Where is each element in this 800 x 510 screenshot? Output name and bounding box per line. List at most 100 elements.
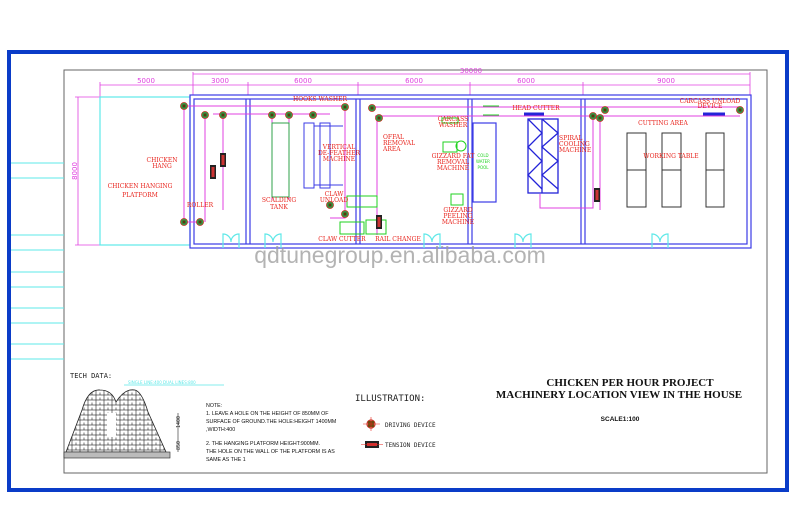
dim-850: 850 xyxy=(176,441,182,450)
label-hooks-washer: HOOKS WASHER xyxy=(293,96,347,103)
label-chicken-hang-1: CHICKEN xyxy=(147,157,178,164)
inner-frame xyxy=(63,69,768,474)
note-2-line-1: 2. THE HANGING PLATFORM HEIGHT:900MM. xyxy=(206,441,320,447)
dim-height: 8000 xyxy=(71,162,79,180)
device-markers xyxy=(180,102,744,229)
dim-section-2: 6000 xyxy=(294,77,312,85)
label-spiral-3: MACHINE xyxy=(559,147,591,154)
tension-device-marker xyxy=(376,215,382,229)
driving-device-label: DRIVING DEVICE xyxy=(385,422,436,429)
driving-device-marker xyxy=(375,114,383,122)
label-claw-unload-2: UNLOAD xyxy=(320,197,349,204)
label-carcass-washer-1: CARCASS xyxy=(438,116,468,123)
scalding-tank xyxy=(271,122,290,198)
brick-wall-section: 1400 850 xyxy=(63,389,182,459)
label-carcass-washer-2: WASHER xyxy=(439,122,468,129)
label-cutting-area: CUTTING AREA xyxy=(638,120,688,127)
label-offal-3: AREA xyxy=(382,146,401,153)
dimension-lines xyxy=(75,72,751,246)
tension-device-marker xyxy=(210,165,216,179)
driving-device-marker xyxy=(219,111,227,119)
tension-device-marker xyxy=(220,153,226,167)
driving-device-marker xyxy=(326,201,334,209)
equipment-labels: CHICKEN HANG HOOKS WASHER ROLLER SCALDIN… xyxy=(147,96,741,243)
note-1-line-3: ,WIDTH:400 xyxy=(206,427,235,433)
label-working-table: WORKING TABLE xyxy=(643,153,698,160)
lines-note: SINGLE LINE:400 DUAL LINES:800 xyxy=(128,380,196,385)
driving-device-marker xyxy=(601,106,609,114)
tension-device-marker xyxy=(594,188,600,202)
note-title: NOTE: xyxy=(206,403,222,409)
label-gizzard-fat-1: GIZZARD FAT xyxy=(432,153,475,160)
label-carcass-unload-1: CARCASS UNLOAD xyxy=(680,98,741,105)
driving-device-icon xyxy=(363,417,380,431)
label-offal-1: OFFAL xyxy=(383,134,404,141)
label-spiral-2: COOLING xyxy=(559,141,590,148)
dim-platform-width: 5000 xyxy=(137,77,155,85)
driving-device-marker xyxy=(736,106,744,114)
tension-device-label: TENSION DEVICE xyxy=(385,442,436,449)
label-head-cutter: HEAD CUTTER xyxy=(512,105,560,112)
driving-device-marker xyxy=(589,112,597,120)
driving-device-marker xyxy=(341,103,349,111)
label-defeather-1: VERTICAL xyxy=(322,144,355,151)
label-claw-cutter: CLAW CUTTER xyxy=(318,236,366,243)
title-line-1: CHICKEN PER HOUR PROJECT xyxy=(546,377,714,389)
label-scalding-2: TANK xyxy=(270,204,288,211)
outer-frame xyxy=(7,50,789,492)
note-2-line-3: SAME AS THE 1 xyxy=(206,457,246,463)
label-offal-2: REMOVAL xyxy=(383,140,415,147)
dim-section-5: 9000 xyxy=(657,77,675,85)
title-line-2: MACHINERY LOCATION VIEW IN THE HOUSE xyxy=(496,389,742,401)
driving-device-marker xyxy=(268,111,276,119)
label-gizzard-peeling-3: MACHINE xyxy=(442,219,474,226)
working-tables xyxy=(626,132,725,208)
hanging-platform xyxy=(99,96,191,246)
watermark: qdtunegroup.en.alibaba.com xyxy=(254,242,546,268)
gizzard-machines xyxy=(441,105,499,206)
label-gizzard-fat-2: REMOVAL xyxy=(437,159,469,166)
label-cold-pool-2: WATER xyxy=(476,159,490,164)
note-1-line-1: 1. LEAVE A HOLE ON THE HEIGHT OF 850MM O… xyxy=(206,411,329,417)
label-defeather-3: MACHINE xyxy=(323,156,355,163)
illustration-title: ILLUSTRATION: xyxy=(355,394,425,404)
cold-water-pool xyxy=(472,122,497,203)
label-spiral-1: SPIRAL xyxy=(559,135,582,142)
label-cold-pool-3: POOL xyxy=(478,165,490,170)
scale-label: SCALE1:100 xyxy=(601,416,640,423)
driving-device-marker xyxy=(341,210,349,218)
driving-device-marker xyxy=(201,111,209,119)
left-tick-lines xyxy=(11,162,64,360)
label-claw-unload-1: CLAW xyxy=(325,191,345,198)
dim-section-4: 6000 xyxy=(517,77,535,85)
building-walls xyxy=(189,94,752,249)
driving-device-marker xyxy=(196,218,204,226)
driving-device-marker xyxy=(309,111,317,119)
dim-1400: 1400 xyxy=(176,416,182,428)
dim-section-1: 3000 xyxy=(211,77,229,85)
platform-label-2: PLATFORM xyxy=(122,192,158,199)
label-chicken-hang-2: HANG xyxy=(152,163,172,170)
platform-label-1: CHICKEN HANGING xyxy=(108,183,173,190)
label-rail-change: RAIL CHANGE xyxy=(375,236,421,243)
label-carcass-unload-2: DEVICE xyxy=(698,103,723,110)
tech-data-title: TECH DATA: xyxy=(70,372,112,380)
claw-equipment xyxy=(339,195,387,235)
driving-device-marker xyxy=(596,114,604,122)
label-gizzard-peeling-1: GIZZARD xyxy=(443,207,472,214)
label-scalding-1: SCALDING xyxy=(262,197,296,204)
driving-device-marker xyxy=(180,102,188,110)
driving-device-marker xyxy=(368,104,376,112)
dim-section-3: 6000 xyxy=(405,77,423,85)
note-1-line-2: SURFACE OF GROUND.THE HOLE:HEIGHT 1400MM xyxy=(206,419,336,425)
spiral-cooling-machine xyxy=(524,112,725,194)
label-cold-pool-1: COLD xyxy=(477,153,488,158)
note-2-line-2: THE HOLE ON THE WALL OF THE PLATFORM IS … xyxy=(206,449,335,455)
label-gizzard-fat-3: MACHINE xyxy=(437,165,469,172)
label-defeather-2: DE-FEATHER xyxy=(318,150,360,157)
driving-device-marker xyxy=(285,111,293,119)
label-gizzard-peeling-2: PEELING xyxy=(443,213,472,220)
label-roller: ROLLER xyxy=(187,202,214,209)
tension-device-icon xyxy=(361,441,383,448)
